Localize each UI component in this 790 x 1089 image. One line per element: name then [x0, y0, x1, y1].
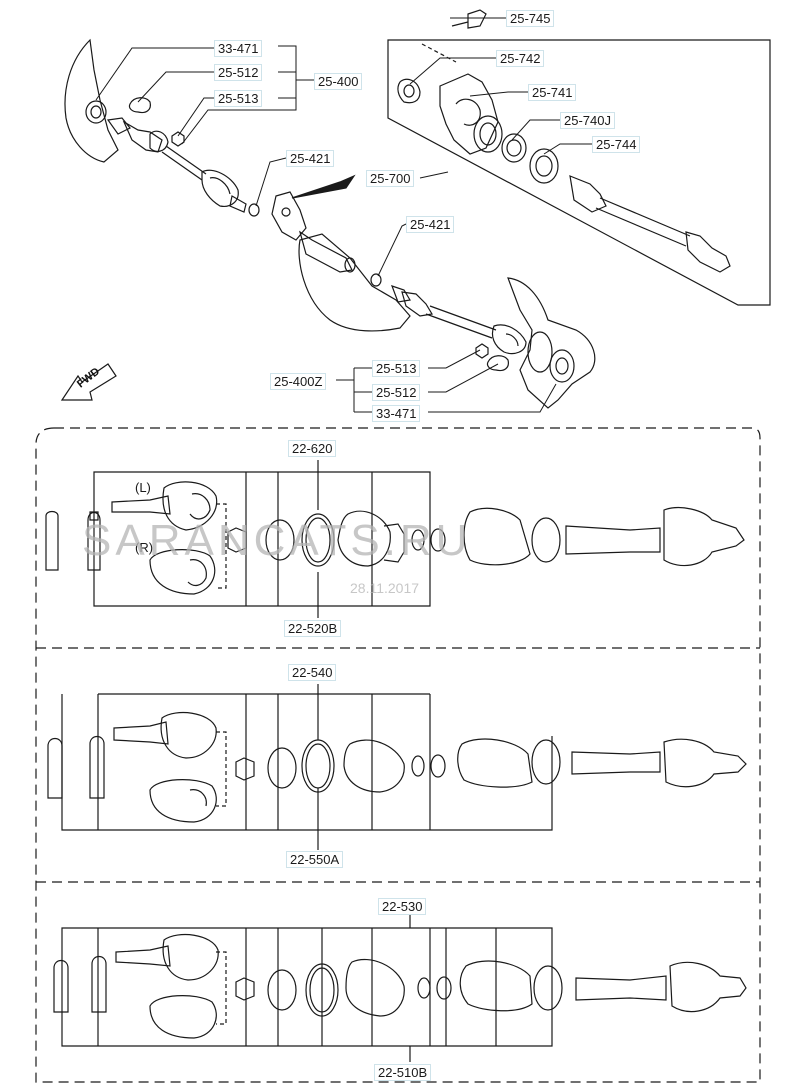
label-25-400[interactable]: 25-400: [314, 73, 363, 90]
right-drive-shaft: [390, 285, 527, 355]
side-mark-right: (R): [135, 540, 154, 555]
engine-outline: [271, 191, 411, 332]
intermediate-shaft: [298, 230, 356, 273]
label-25-744[interactable]: 25-744: [592, 136, 641, 153]
label-22-550a[interactable]: 22-550A: [286, 851, 344, 868]
kit-section-2: [47, 684, 747, 850]
label-25-740j[interactable]: 25-740J: [560, 112, 615, 129]
snap-ring-25-421-a: [248, 203, 260, 217]
label-22-620[interactable]: 22-620: [288, 440, 337, 457]
snap-ring-25-421-b: [370, 273, 382, 287]
kit-section-1: [45, 460, 745, 618]
label-25-400z[interactable]: 25-400Z: [270, 373, 327, 390]
side-mark-left: (L): [135, 480, 151, 495]
clip-25-512-top: [128, 97, 151, 114]
label-25-421-b[interactable]: 25-421: [406, 216, 455, 233]
nut-25-513-bottom: [475, 343, 489, 359]
leader-lines-top: [95, 17, 592, 413]
left-drive-shaft: [106, 117, 247, 213]
fwd-arrow: [60, 363, 117, 401]
kit-section-3: [53, 914, 747, 1062]
bearing-bracket-assembly-box: [387, 9, 771, 306]
label-22-510b[interactable]: 22-510B: [374, 1064, 432, 1081]
label-33-471-top[interactable]: 33-471: [214, 40, 263, 57]
label-33-471-bottom[interactable]: 33-471: [372, 405, 421, 422]
left-hub-knuckle: [64, 38, 119, 163]
label-25-513-bottom[interactable]: 25-513: [372, 360, 421, 377]
label-25-512-bottom[interactable]: 25-512: [372, 384, 421, 401]
clip-25-512-bottom: [486, 355, 509, 372]
right-hub-knuckle: [507, 277, 596, 409]
label-25-741[interactable]: 25-741: [528, 84, 577, 101]
label-25-513-top[interactable]: 25-513: [214, 90, 263, 107]
pointer-arrow: [291, 174, 356, 199]
label-25-700[interactable]: 25-700: [366, 170, 415, 187]
label-22-530[interactable]: 22-530: [378, 898, 427, 915]
label-22-540[interactable]: 22-540: [288, 664, 337, 681]
label-25-421-a[interactable]: 25-421: [286, 150, 335, 167]
label-25-745[interactable]: 25-745: [506, 10, 555, 27]
label-25-742[interactable]: 25-742: [496, 50, 545, 67]
label-25-512-top[interactable]: 25-512: [214, 64, 263, 81]
label-22-520b[interactable]: 22-520B: [284, 620, 342, 637]
